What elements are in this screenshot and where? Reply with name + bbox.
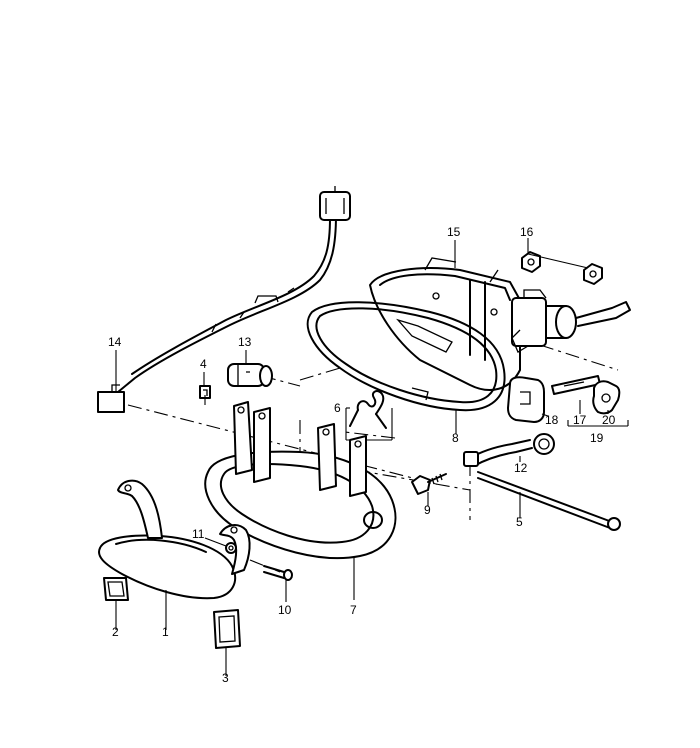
- group-bracket-19: [567, 420, 629, 427]
- lock-cylinder-assembly: [511, 289, 631, 353]
- callout-16: 16: [520, 225, 534, 239]
- callout-11: 11: [192, 527, 205, 541]
- pull-rod-5: [477, 471, 621, 531]
- callout-19: 19: [590, 431, 604, 445]
- callout-3: 3: [222, 671, 229, 685]
- callout-20: 20: [602, 413, 616, 427]
- screw-9: [411, 473, 447, 495]
- pad-2: [103, 577, 129, 601]
- callout-12: 12: [514, 461, 528, 475]
- handle-frame-posts: [233, 401, 367, 497]
- clip-4: [199, 385, 211, 399]
- callout-6: 6: [334, 401, 341, 415]
- key-head-20: [592, 380, 621, 415]
- lock-rod-12: [463, 433, 555, 467]
- key-blade-17: [551, 375, 601, 395]
- callout-18: 18: [545, 413, 559, 427]
- pin-10: [263, 565, 293, 581]
- callout-13: 13: [238, 335, 252, 349]
- callout-9: 9: [424, 503, 431, 517]
- callout-4: 4: [200, 357, 207, 371]
- callout-5: 5: [516, 515, 523, 529]
- nut-16a: [521, 251, 541, 273]
- handle-grip-1: [98, 479, 251, 600]
- spring-6: [345, 390, 393, 441]
- harness-plug: [97, 391, 125, 413]
- callout-10: 10: [278, 603, 292, 617]
- wiring-harness-14: [97, 186, 351, 413]
- callout-7: 7: [350, 603, 357, 617]
- nut-11: [225, 542, 237, 554]
- callout-17: 17: [573, 413, 587, 427]
- switch-13: [227, 363, 273, 387]
- callout-1: 1: [162, 625, 169, 639]
- callout-2: 2: [112, 625, 119, 639]
- leader-lines: [115, 238, 609, 676]
- nut-16b: [583, 263, 603, 285]
- callout-8: 8: [452, 431, 459, 445]
- harness-connector: [319, 191, 351, 221]
- callout-labels: 1 2 3 4 5 6 7 8 9 10 11 12 13 14 15 16 1…: [108, 225, 616, 685]
- callout-14: 14: [108, 335, 122, 349]
- key-head-18: [507, 376, 545, 423]
- gasket-8: [306, 301, 506, 412]
- callout-15: 15: [447, 225, 461, 239]
- pad-3: [213, 609, 241, 649]
